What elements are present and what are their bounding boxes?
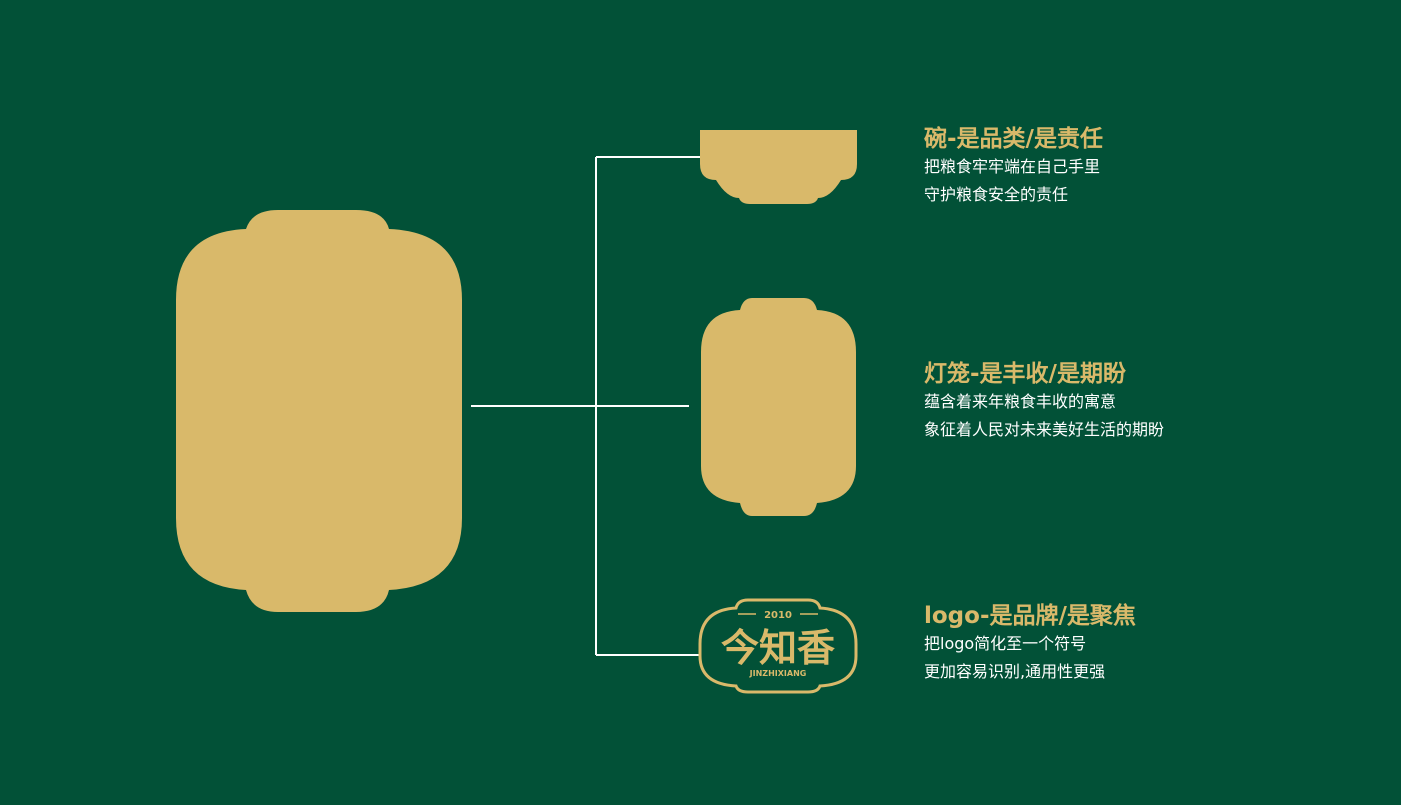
logo-name-cn: 今知香 xyxy=(721,626,835,670)
logo-title: logo-是品牌/是聚焦 xyxy=(924,603,1136,629)
main-lantern-shape xyxy=(176,210,462,612)
lantern-shape xyxy=(701,298,856,516)
logo-line-1: 把logo简化至一个符号 xyxy=(924,634,1087,653)
bowl-shape xyxy=(700,130,857,204)
lantern-title: 灯笼-是丰收/是期盼 xyxy=(924,361,1126,387)
bowl-description: 碗-是品类/是责任 把粮食牢牢端在自己手里 守护粮食安全的责任 xyxy=(924,125,1103,209)
bowl-title: 碗-是品类/是责任 xyxy=(924,126,1103,152)
lantern-line-1: 蕴含着来年粮食丰收的寓意 xyxy=(924,392,1117,411)
logo-description: logo-是品牌/是聚焦 把logo简化至一个符号 更加容易识别,通用性更强 xyxy=(924,602,1136,686)
connector-lines xyxy=(471,156,714,656)
lantern-description: 灯笼-是丰收/是期盼 蕴含着来年粮食丰收的寓意 象征着人民对未来美好生活的期盼 xyxy=(924,360,1164,444)
logo-line-2: 更加容易识别,通用性更强 xyxy=(924,662,1106,681)
logo-year: 2010 xyxy=(764,610,792,621)
logo-name-pinyin: JINZHIXIANG xyxy=(749,669,807,678)
lantern-line-2: 象征着人民对未来美好生活的期盼 xyxy=(924,420,1165,439)
bowl-line-2: 守护粮食安全的责任 xyxy=(924,185,1069,204)
bowl-line-1: 把粮食牢牢端在自己手里 xyxy=(924,157,1101,176)
logo-badge: 2010 今知香 JINZHIXIANG xyxy=(698,598,858,694)
logo-badge-outline xyxy=(698,598,858,694)
